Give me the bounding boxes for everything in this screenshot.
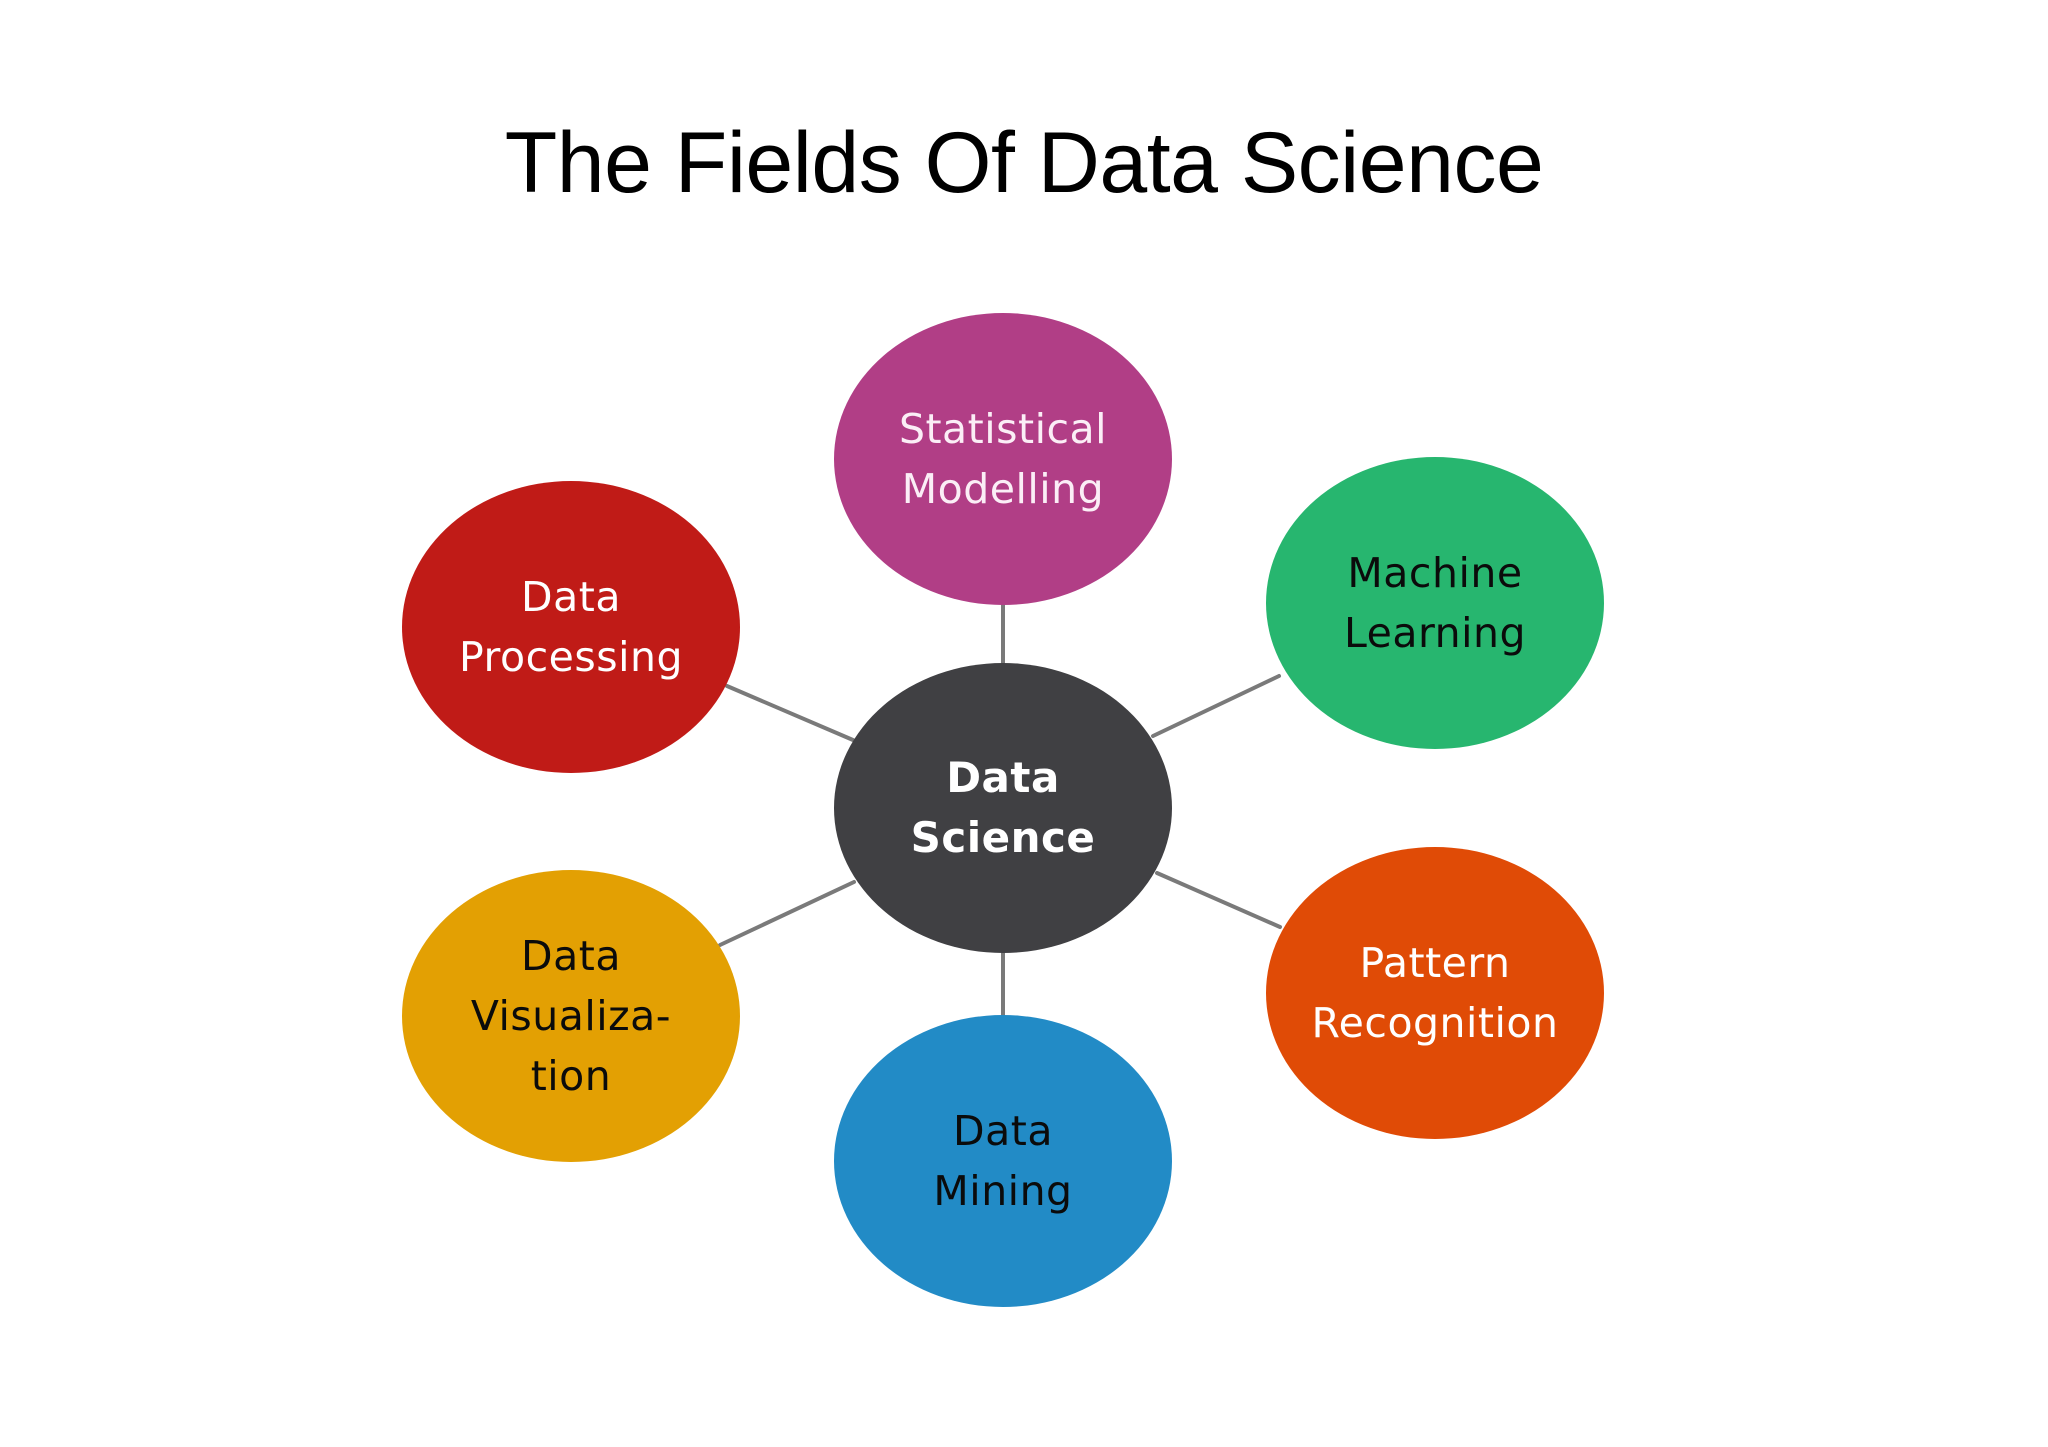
node-label-line: Data bbox=[946, 753, 1060, 802]
node-label-line: Visualiza- bbox=[470, 992, 672, 1040]
node-label-line: Mining bbox=[933, 1167, 1073, 1215]
node-data-science: Data Science bbox=[834, 663, 1172, 953]
node-statistical-modelling: Statistical Modelling bbox=[834, 313, 1172, 605]
connector-pattern-recognition bbox=[1155, 871, 1282, 929]
node-label-line: tion bbox=[530, 1052, 612, 1100]
page-title: The Fields Of Data Science bbox=[504, 115, 1544, 211]
node-data-mining: Data Mining bbox=[834, 1015, 1172, 1307]
node-label-line: Science bbox=[910, 813, 1096, 862]
node-label-line: Recognition bbox=[1311, 999, 1559, 1047]
node-label-line: Data bbox=[521, 932, 621, 980]
node-label-line: Learning bbox=[1344, 609, 1526, 657]
node-label-line: Machine bbox=[1347, 549, 1523, 597]
connector-data-visualization bbox=[718, 880, 856, 947]
connector-machine-learning bbox=[1151, 674, 1281, 738]
connector-data-processing bbox=[725, 684, 855, 742]
node-label-line: Data bbox=[953, 1107, 1053, 1155]
node-label-line: Pattern bbox=[1359, 939, 1511, 987]
node-machine-learning: Machine Learning bbox=[1266, 457, 1604, 749]
node-label-line: Processing bbox=[459, 633, 683, 681]
node-data-visualization: Data Visualiza- tion bbox=[402, 870, 740, 1162]
node-label-line: Data bbox=[521, 573, 621, 621]
node-label-line: Statistical bbox=[898, 405, 1108, 453]
node-pattern-recognition: Pattern Recognition bbox=[1266, 847, 1604, 1139]
node-label-line: Modelling bbox=[901, 465, 1105, 513]
node-data-processing: Data Processing bbox=[402, 481, 740, 773]
